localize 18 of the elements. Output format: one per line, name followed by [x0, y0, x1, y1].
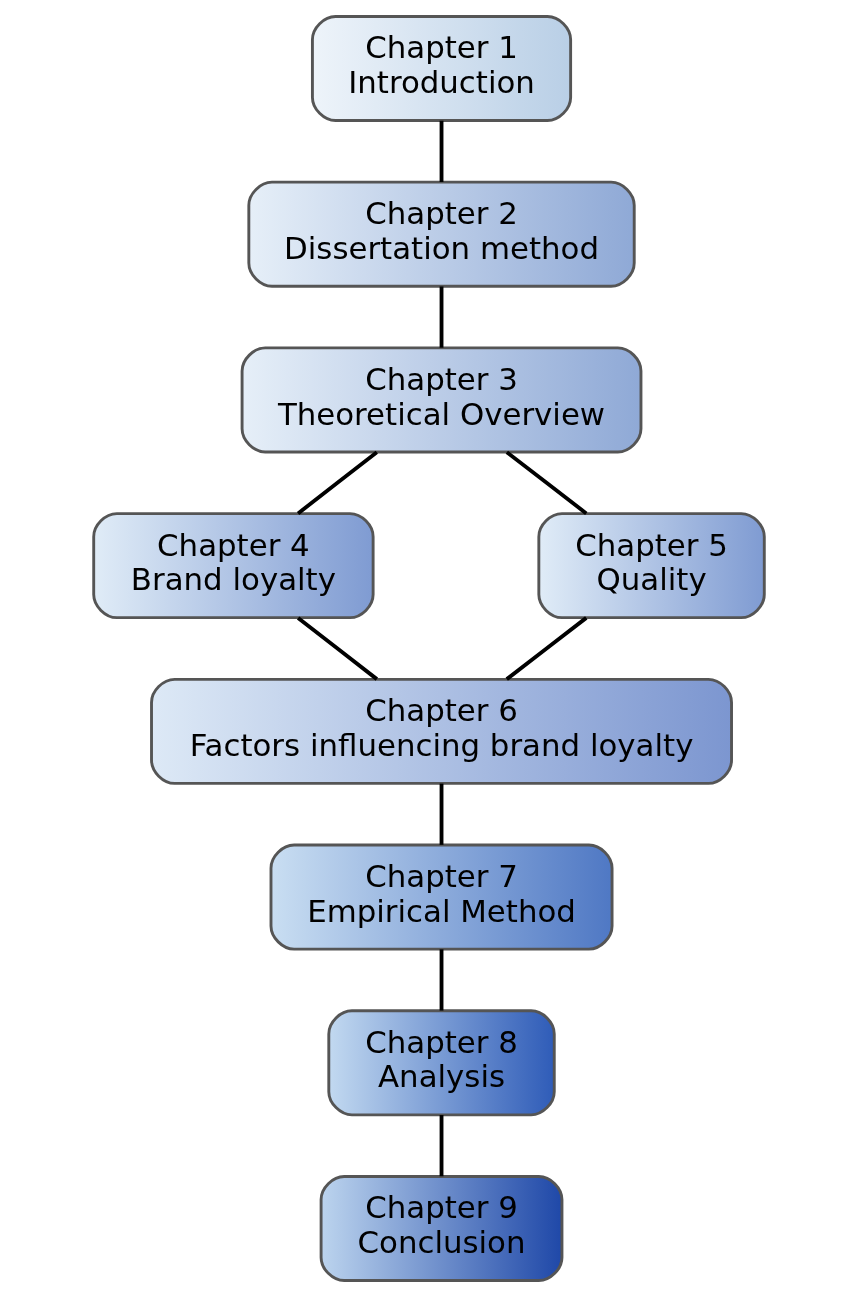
connector	[296, 616, 379, 681]
connector	[505, 450, 588, 515]
node-box: Chapter 6 Factors influencing brand loyalty	[150, 677, 733, 785]
connector	[439, 783, 444, 845]
node-box: Chapter 3 Theoretical Overview	[240, 346, 643, 454]
connector	[439, 1115, 444, 1177]
connector	[505, 616, 588, 681]
connector	[439, 949, 444, 1011]
node-box: Chapter 5 Quality	[537, 512, 766, 620]
node-box: Chapter 4 Brand loyalty	[92, 512, 375, 620]
connector	[296, 450, 378, 515]
connector	[439, 120, 444, 182]
node-box: Chapter 2 Dissertation method	[247, 180, 636, 288]
connector	[439, 286, 444, 348]
node-box: Chapter 1 Introduction	[310, 15, 573, 122]
node-box: Chapter 7 Empirical Method	[269, 843, 614, 951]
node-box: Chapter 9 Conclusion	[319, 1175, 564, 1282]
node-box: Chapter 8 Analysis	[327, 1009, 556, 1117]
